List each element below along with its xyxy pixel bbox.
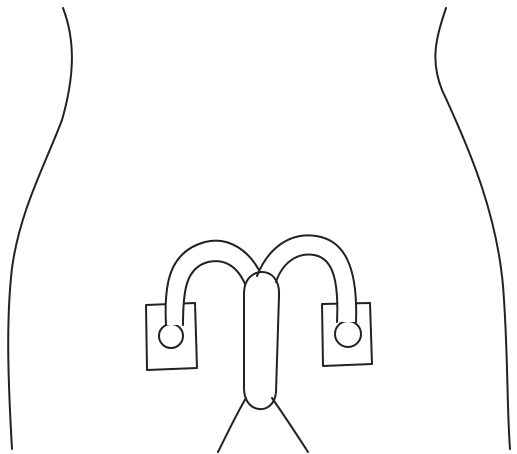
left-patch-port xyxy=(159,324,183,348)
right-loop xyxy=(257,235,356,322)
right-loop-fill xyxy=(257,235,356,322)
right-body-contour xyxy=(435,8,510,449)
lower-contour xyxy=(218,398,308,452)
right-patch-port xyxy=(335,321,361,347)
center-bar-capsule xyxy=(244,272,279,409)
left-body-contour xyxy=(8,8,72,449)
body-outline xyxy=(8,8,510,449)
left-loop xyxy=(166,241,262,325)
right-loop-inner xyxy=(276,255,337,322)
center-bar xyxy=(244,272,279,409)
left-loop-fill xyxy=(166,241,262,325)
right-leg-line xyxy=(272,398,308,452)
left-leg-line xyxy=(218,398,246,452)
